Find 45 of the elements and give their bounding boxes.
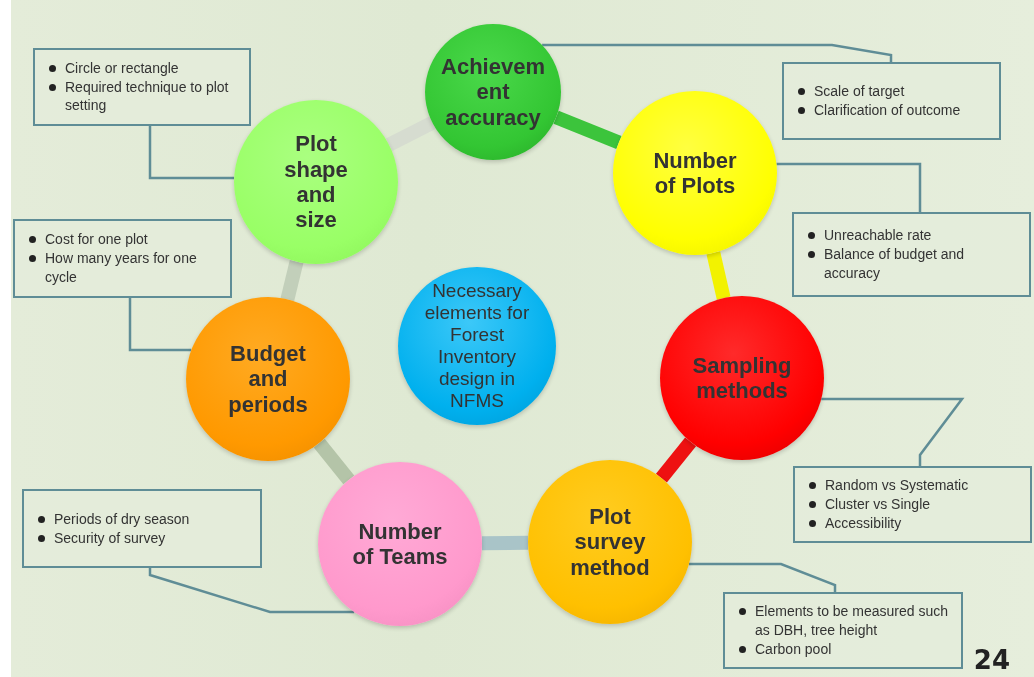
bullet-item: Scale of target xyxy=(814,82,905,101)
callout-box xyxy=(793,466,1032,543)
bullet-item: Periods of dry season xyxy=(54,509,190,529)
bullet-item: Circle or rectangle xyxy=(65,58,179,78)
bullet-item: How many years for one cycle xyxy=(45,249,198,287)
page-number: 24 xyxy=(973,645,1010,675)
ring-connector xyxy=(706,251,731,300)
leader-line xyxy=(148,126,235,180)
ring-connector xyxy=(280,260,304,301)
bullet-item: Cost for one plot xyxy=(45,230,148,250)
circle-label: Number of Teams xyxy=(351,518,449,570)
bullet-item: Security of survey xyxy=(54,528,166,548)
callout-box xyxy=(723,592,963,669)
bullet-item: Balance of budget and accuracy xyxy=(824,245,966,283)
bullet-item: Accessibility xyxy=(825,513,902,533)
bullet-item: Random vs Systematic xyxy=(825,476,969,496)
circle-label: Achievem ent accuracy xyxy=(440,54,546,130)
leader-line xyxy=(128,298,192,352)
leader-line xyxy=(821,397,965,466)
callout-box xyxy=(792,212,1031,297)
bullet-item: Required technique to plot setting xyxy=(65,77,230,116)
bullet-item: Unreachable rate xyxy=(824,226,932,246)
circle-label: Plot survey method xyxy=(569,504,651,580)
callout-box xyxy=(13,219,232,298)
bullet-item: Elements to be measured such as DBH, tree height xyxy=(755,602,949,640)
callout-box xyxy=(22,489,262,568)
leader-line xyxy=(148,568,355,614)
leader-line xyxy=(776,162,922,212)
ring-connector xyxy=(385,116,436,152)
ring-connector xyxy=(655,437,697,483)
leader-line xyxy=(689,562,837,592)
ring-connector xyxy=(481,535,529,551)
circle-label: Plot shape and size xyxy=(283,131,349,233)
circle-label: Sampling methods xyxy=(691,352,793,404)
callout-box xyxy=(33,48,251,126)
leader-line xyxy=(542,43,893,62)
circle-label: Necessary elements for Forest Inventory design in NFMS xyxy=(423,280,531,412)
ring-connector xyxy=(313,438,355,485)
bullet-item: Clarification of outcome xyxy=(814,101,961,120)
bullet-item: Cluster vs Single xyxy=(825,495,931,514)
circle-label: Budget and periods xyxy=(227,341,309,417)
bullet-item: Carbon pool xyxy=(755,639,832,659)
circle-label: Number of Plots xyxy=(652,147,738,199)
ring-connector xyxy=(553,110,622,149)
callout-box xyxy=(782,62,1001,140)
